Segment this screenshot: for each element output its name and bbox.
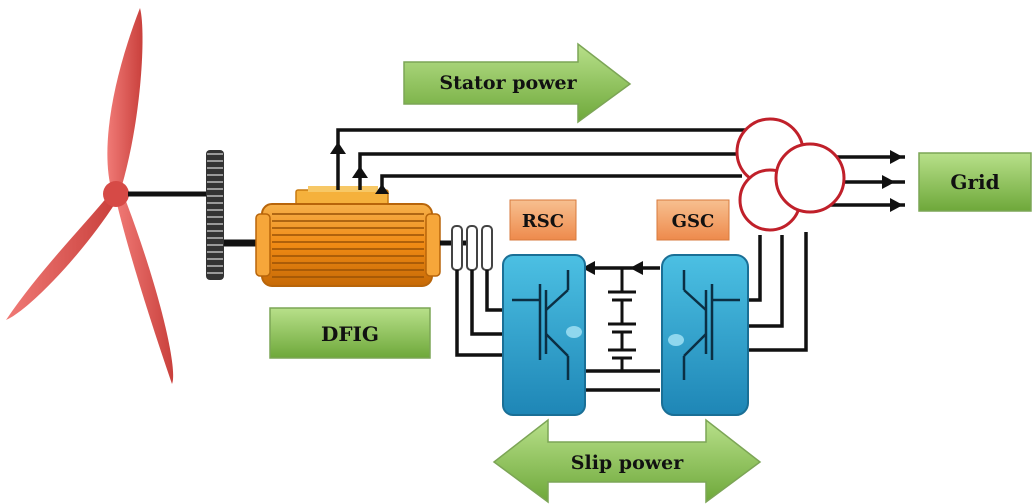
generator-icon: [255, 186, 441, 287]
rotor-blade-down: [116, 196, 174, 384]
gsc-label: GSC: [672, 211, 715, 232]
rsc-label-box: RSC: [509, 199, 577, 241]
grid-label: Grid: [950, 170, 999, 194]
arrow-up-icon: [375, 184, 389, 194]
rotor-blade-left: [6, 196, 116, 320]
slip-rings-icon: [451, 225, 493, 271]
arrow-up-icon: [330, 142, 346, 154]
igbt-icon: [682, 270, 740, 380]
arrow-left-icon: [630, 261, 643, 275]
rsc-label: RSC: [522, 211, 564, 232]
arrowheads: [330, 142, 903, 275]
rotor-side-converter: [502, 254, 586, 416]
gearbox-icon: [206, 150, 224, 280]
dfig-label: DFIG: [321, 322, 379, 346]
wind-turbine-rotor-icon: [6, 8, 174, 384]
rotor-hub: [103, 181, 129, 207]
rotor-blade-up: [107, 8, 143, 192]
slip-power-label: Slip power: [571, 452, 684, 474]
dfig-label-box: DFIG: [269, 307, 431, 359]
gsc-label-box: GSC: [656, 199, 730, 241]
arrow-up-icon: [352, 166, 368, 178]
arrow-right-icon: [890, 198, 903, 212]
igbt-icon: [512, 270, 570, 380]
stator-power-arrow: Stator power: [403, 42, 632, 124]
slip-power-arrow: Slip power: [492, 418, 762, 504]
transformer-icon: [735, 117, 846, 232]
grid-side-converter: [661, 254, 749, 416]
stator-power-label: Stator power: [439, 72, 577, 94]
arrow-right-icon: [890, 150, 903, 164]
arrow-right-icon: [882, 175, 895, 189]
dc-capacitor-icon: [608, 268, 636, 371]
arrow-left-icon: [582, 261, 595, 275]
grid-box: Grid: [918, 152, 1032, 212]
